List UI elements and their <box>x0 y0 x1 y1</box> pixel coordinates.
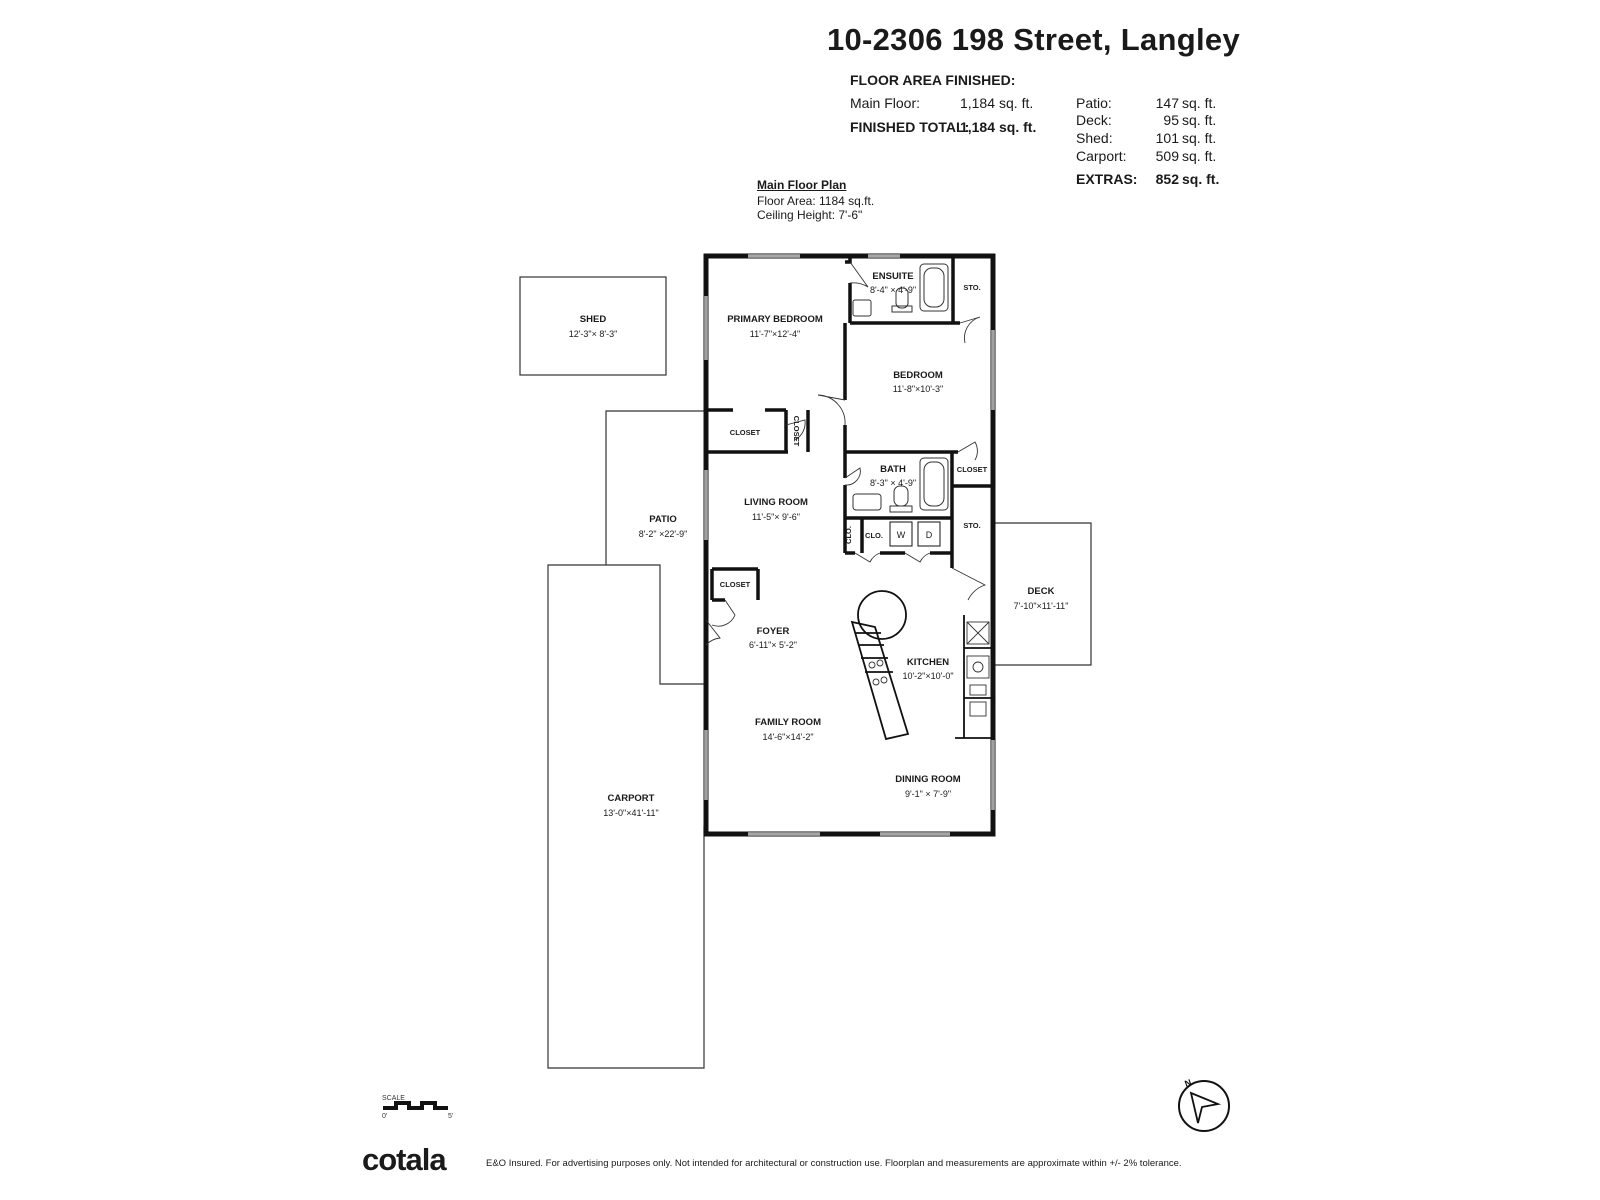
scale-label: SCALE <box>382 1095 405 1102</box>
deck-outline <box>993 522 1092 666</box>
exterior-walls <box>703 253 996 837</box>
carport-label: Carport: <box>1076 148 1127 164</box>
dryer-label: D <box>926 530 933 540</box>
cotala-logo: cotala <box>362 1142 447 1177</box>
finished-total-label: FINISHED TOTAL: <box>850 119 970 135</box>
scale-bar <box>383 1101 448 1110</box>
ensuite-dims: 8'-4" × 4'-9" <box>870 285 916 295</box>
bedroom-dims: 11'-8"×10'-3" <box>893 384 943 394</box>
sto-mid-name: STO. <box>963 521 980 530</box>
carport-unit: sq. ft. <box>1182 148 1217 164</box>
plan-floor-area: Floor Area: 1184 sq.ft. <box>757 194 875 208</box>
shed-label: Shed: <box>1076 130 1113 146</box>
washer-label: W <box>897 530 906 540</box>
floor-area-heading: FLOOR AREA FINISHED: <box>850 72 1016 88</box>
plan-ceiling-height: Ceiling Height: 7'-6" <box>757 208 863 222</box>
finished-total-value: 1,184 <box>959 119 995 135</box>
scale-start: 0' <box>382 1113 387 1120</box>
family-room-name: FAMILY ROOM <box>755 717 821 728</box>
patio-outline <box>606 564 706 685</box>
shed-unit: sq. ft. <box>1182 130 1217 146</box>
family-room-dims: 14'-6"×14'-2" <box>762 732 813 742</box>
property-address: 10-2306 198 Street, Langley <box>826 22 1240 57</box>
bath-dims: 8'-3" × 4'-9" <box>870 478 916 488</box>
kitchen-dims: 10'-2"×10'-0" <box>902 671 953 681</box>
patio-value: 147 <box>1155 95 1179 111</box>
foyer-name: FOYER <box>757 626 790 637</box>
shed-outline <box>519 276 667 376</box>
shed-dims: 12'-3"× 8'-3" <box>569 329 618 339</box>
plan-title: Main Floor Plan <box>757 178 847 192</box>
shed-name: SHED <box>580 314 607 325</box>
closet-primary-label: CLOSET <box>730 428 761 437</box>
main-floor-value: 1,184 <box>959 95 995 111</box>
closet-bath-label: CLOSET <box>957 465 988 474</box>
compass-icon <box>1178 1080 1230 1132</box>
primary-bedroom-name: PRIMARY BEDROOM <box>727 314 823 325</box>
ensuite-name: ENSUITE <box>872 271 913 282</box>
living-room-name: LIVING ROOM <box>744 497 808 508</box>
kitchen-name: KITCHEN <box>907 657 949 668</box>
compass-north-label: N <box>1183 1077 1193 1089</box>
patio-dims: 8'-2" ×22'-9" <box>639 529 688 539</box>
finished-total-unit: sq. ft. <box>999 119 1037 135</box>
carport-dims: 13'-0"×41'-11" <box>603 808 658 818</box>
extras-value: 852 <box>1155 171 1179 187</box>
dining-room-dims: 9'-1" × 7'-9" <box>905 789 951 799</box>
bath-name: BATH <box>880 464 906 475</box>
dining-room-name: DINING ROOM <box>895 774 961 785</box>
carport-name: CARPORT <box>608 793 655 804</box>
disclaimer-text: E&O Insured. For advertising purposes on… <box>486 1158 1182 1169</box>
main-floor-unit: sq. ft. <box>999 95 1034 111</box>
clo-vertical-label: CLO. <box>844 526 853 544</box>
main-floor-label: Main Floor: <box>850 95 921 111</box>
deck-unit: sq. ft. <box>1182 112 1217 128</box>
deck-dims: 7'-10"×11'-11" <box>1014 601 1069 611</box>
primary-bedroom-dims: 11'-7"×12'-4" <box>750 329 800 339</box>
closet-foyer-label: CLOSET <box>720 580 751 589</box>
sto-top-name: STO. <box>963 283 980 292</box>
patio-label: Patio: <box>1076 95 1112 111</box>
clo-label: CLO. <box>865 531 883 540</box>
bedroom-name: BEDROOM <box>893 370 943 381</box>
extras-unit: sq. ft. <box>1182 171 1220 187</box>
carport-outline <box>547 410 706 1069</box>
foyer-dims: 6'-11"× 5'-2" <box>749 640 797 650</box>
deck-name: DECK <box>1028 586 1055 597</box>
patio-name: PATIO <box>649 514 677 525</box>
extras-label: EXTRAS: <box>1076 171 1138 187</box>
carport-value: 509 <box>1155 148 1179 164</box>
deck-value: 95 <box>1163 112 1179 128</box>
scale-end: 5' <box>448 1113 453 1120</box>
shed-value: 101 <box>1155 130 1179 146</box>
patio-unit: sq. ft. <box>1182 95 1217 111</box>
living-room-dims: 11'-5"× 9'-6" <box>752 512 800 522</box>
deck-label: Deck: <box>1076 112 1112 128</box>
closet-primary-vertical-label: CLOSET <box>792 416 801 447</box>
